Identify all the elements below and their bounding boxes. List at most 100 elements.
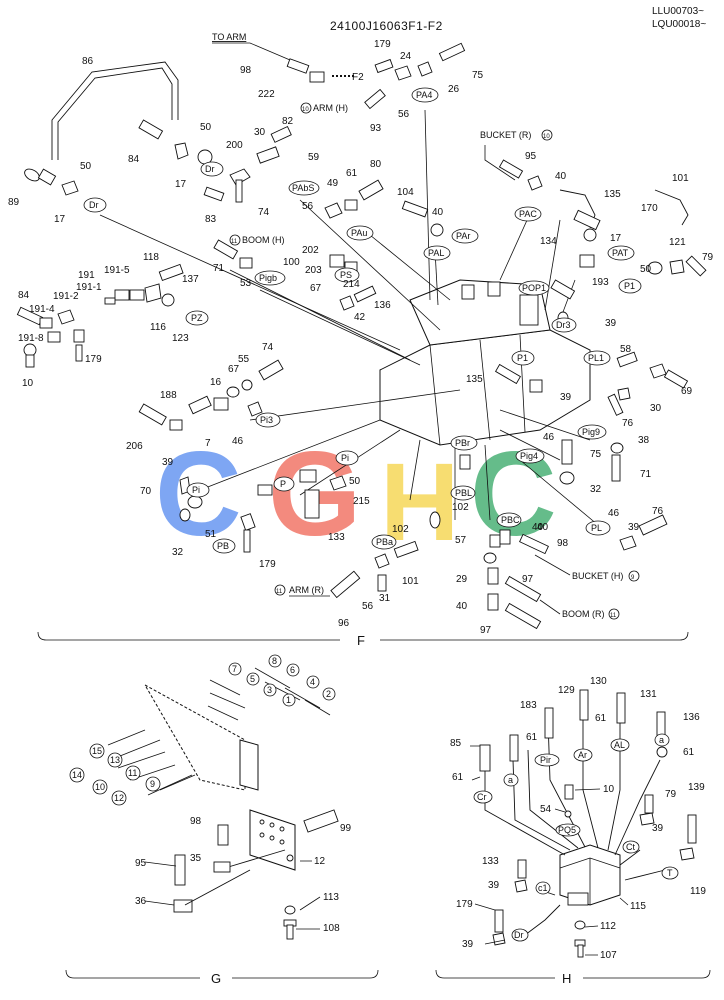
svg-text:ARM (H): ARM (H): [313, 103, 348, 113]
part-numbers-f: 179 24 75 98 222 26 86 93 56 50 82 30 59…: [8, 39, 714, 636]
part-number: 17: [54, 214, 66, 225]
part-number: 191-5: [104, 265, 130, 276]
part-number: 40: [432, 207, 444, 218]
part-number: 202: [302, 245, 319, 256]
part-number: 30: [650, 403, 662, 414]
ref-circle: 9: [145, 776, 161, 792]
port-label: a: [654, 733, 670, 747]
port-label: Dr: [83, 197, 107, 213]
svg-text:3: 3: [267, 685, 272, 695]
section-f-label: F: [357, 633, 365, 648]
part-number: 12: [314, 856, 326, 867]
ref-circle: 4: [306, 675, 320, 689]
port-label: Cr: [473, 790, 493, 804]
port-label: Dr3: [551, 317, 577, 333]
part-number: 170: [641, 203, 658, 214]
svg-text:Pigb: Pigb: [259, 273, 277, 283]
part-number: 179: [374, 39, 391, 50]
port-label: Pig9: [577, 424, 607, 440]
part-number: 39: [605, 318, 617, 329]
svg-text:5: 5: [250, 674, 255, 684]
routing-label-to-arm: TO ARM: [212, 32, 291, 61]
part-number: 32: [590, 484, 602, 495]
svg-text:P: P: [280, 479, 286, 489]
part-number: 191-1: [76, 282, 102, 293]
svg-text:7: 7: [232, 664, 237, 674]
svg-text:Pi: Pi: [192, 485, 200, 495]
part-number: 136: [683, 712, 700, 723]
port-label: P1: [618, 278, 642, 294]
svg-text:PBL: PBL: [455, 488, 472, 498]
port-label: Pir: [534, 753, 560, 767]
port-label: Pigb: [254, 270, 286, 286]
part-number: 179: [85, 354, 102, 365]
port-label: POP1: [518, 280, 550, 296]
part-number: 55: [238, 354, 250, 365]
part-number: 139: [688, 782, 705, 793]
svg-text:10: 10: [302, 107, 309, 113]
port-label: a: [503, 773, 519, 787]
section-f-drawing: PA4 PAbS PAu PAL PAr PAC PAT POP1 P1 Dr3…: [8, 32, 714, 648]
part-number: 203: [305, 265, 322, 276]
port-label: PAu: [346, 225, 374, 241]
svg-text:Dr3: Dr3: [556, 320, 571, 330]
svg-text:6: 6: [290, 665, 295, 675]
part-number: 40: [532, 522, 544, 533]
port-label: PA4: [411, 87, 439, 103]
ref-circle: 7: [228, 662, 242, 676]
part-number: 136: [374, 300, 391, 311]
svg-text:4: 4: [310, 677, 315, 687]
ref-circle: 2: [322, 687, 336, 701]
svg-text:9: 9: [150, 779, 155, 789]
part-number: 84: [128, 154, 140, 165]
part-number: 98: [557, 538, 569, 549]
part-number: 10: [603, 784, 615, 795]
port-labels-h: a Pir Ar AL a PQ5 Cr Ct T Dr c1: [473, 733, 679, 942]
part-number: 17: [610, 233, 622, 244]
svg-text:12: 12: [114, 793, 124, 803]
part-number: 191: [78, 270, 95, 281]
svg-text:Ct: Ct: [626, 842, 635, 852]
port-labels-f: PA4 PAbS PAu PAL PAr PAC PAT POP1 P1 Dr3…: [83, 87, 642, 554]
ref-circle: 8: [268, 654, 282, 668]
part-number: 67: [310, 283, 322, 294]
part-number: 82: [282, 116, 294, 127]
part-number: 59: [308, 152, 320, 163]
svg-text:F2: F2: [352, 72, 364, 83]
port-label: Ct: [622, 840, 640, 854]
part-number: 89: [8, 197, 20, 208]
part-number: 39: [628, 522, 640, 533]
svg-text:PA4: PA4: [416, 90, 432, 100]
part-number: 76: [652, 506, 664, 517]
part-number: 39: [560, 392, 572, 403]
svg-text:ARM (R): ARM (R): [289, 585, 324, 595]
port-label: Ar: [573, 748, 593, 762]
part-number: 75: [472, 70, 484, 81]
port-label: AL: [610, 738, 630, 752]
part-number: 35: [190, 853, 202, 864]
svg-text:PL1: PL1: [588, 353, 604, 363]
part-number: 39: [652, 823, 664, 834]
ref-circle: 10: [92, 779, 108, 795]
svg-text:P1: P1: [517, 353, 528, 363]
ref-circle: 14: [69, 767, 85, 783]
port-label: Pig4: [515, 448, 545, 464]
svg-text:PS: PS: [340, 270, 352, 280]
routing-label-boom-r: BOOM (R) 11: [539, 599, 620, 620]
svg-text:TO ARM: TO ARM: [212, 32, 246, 42]
svg-text:10: 10: [543, 134, 550, 140]
part-number: 191-4: [29, 304, 55, 315]
part-number: 83: [205, 214, 217, 225]
svg-text:Pir: Pir: [540, 755, 551, 765]
svg-text:PAu: PAu: [351, 228, 367, 238]
svg-text:Pi3: Pi3: [260, 415, 273, 425]
port-label: PBC: [496, 512, 522, 528]
part-number: 40: [537, 522, 549, 533]
part-number: 61: [683, 747, 695, 758]
svg-text:a: a: [659, 735, 664, 745]
part-numbers-g: 98 99 95 35 12 36 113 108: [135, 816, 352, 934]
part-number: 46: [608, 508, 620, 519]
svg-text:a: a: [508, 775, 513, 785]
svg-text:PBr: PBr: [455, 438, 470, 448]
part-number: 79: [702, 252, 714, 263]
